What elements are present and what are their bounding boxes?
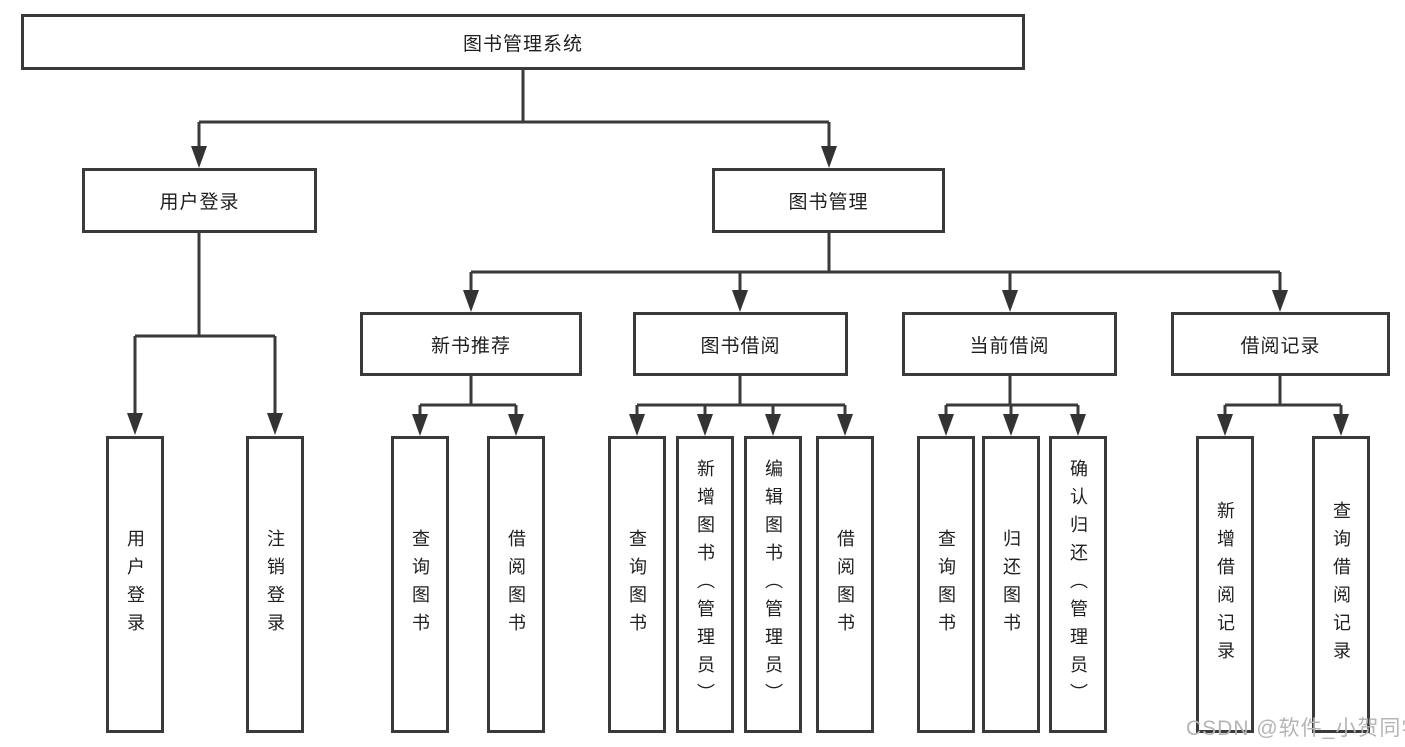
leaf-add-book-admin: 新增图书（管理员） bbox=[676, 436, 734, 733]
node-current-borrow: 当前借阅 bbox=[902, 312, 1117, 376]
leaf-add-borrow-record: 新增借阅记录 bbox=[1196, 436, 1254, 733]
leaf-borrow-book-recommend: 借阅图书 bbox=[487, 436, 545, 733]
node-book-borrow: 图书借阅 bbox=[633, 312, 848, 376]
node-borrow-record-label: 借阅记录 bbox=[1240, 335, 1321, 357]
leaf-query-book-borrow: 查询图书 bbox=[608, 436, 666, 733]
leaf-borrow-book: 借阅图书 bbox=[816, 436, 874, 733]
leaf-query-book-borrow-label: 查询图书 bbox=[627, 528, 647, 641]
node-user-login-label: 用户登录 bbox=[159, 192, 240, 213]
leaf-query-book-recommend-label: 查询图书 bbox=[410, 528, 430, 641]
leaf-user-login: 用户登录 bbox=[106, 436, 164, 733]
leaf-return-book: 归还图书 bbox=[982, 436, 1040, 733]
leaf-query-book-recommend: 查询图书 bbox=[391, 436, 449, 733]
leaf-logout-label: 注销登录 bbox=[265, 528, 285, 641]
node-root: 图书管理系统 bbox=[21, 14, 1025, 70]
leaf-confirm-return-admin: 确认归还（管理员） bbox=[1049, 436, 1107, 733]
csdn-watermark: CSDN @软件_小贺同学 bbox=[1186, 717, 1405, 740]
node-root-label: 图书管理系统 bbox=[462, 33, 583, 55]
leaf-query-borrow-record: 查询借阅记录 bbox=[1312, 436, 1370, 733]
leaf-edit-book-admin-label: 编辑图书（管理员） bbox=[763, 458, 783, 711]
leaf-query-borrow-record-label: 查询借阅记录 bbox=[1331, 500, 1351, 669]
leaf-borrow-book-label: 借阅图书 bbox=[835, 528, 855, 641]
node-current-borrow-label: 当前借阅 bbox=[969, 335, 1050, 357]
node-book-borrow-label: 图书借阅 bbox=[700, 335, 781, 357]
node-new-book-recommend-label: 新书推荐 bbox=[430, 335, 511, 357]
node-user-login: 用户登录 bbox=[82, 168, 317, 233]
arrowheads bbox=[127, 146, 1349, 436]
leaf-add-borrow-record-label: 新增借阅记录 bbox=[1215, 500, 1235, 669]
node-new-book-recommend: 新书推荐 bbox=[360, 312, 582, 376]
leaf-return-book-label: 归还图书 bbox=[1001, 528, 1021, 641]
leaf-user-login-label: 用户登录 bbox=[125, 528, 145, 641]
leaf-query-book-current-label: 查询图书 bbox=[936, 528, 956, 641]
leaf-confirm-return-admin-label: 确认归还（管理员） bbox=[1068, 458, 1088, 711]
leaf-query-book-current: 查询图书 bbox=[917, 436, 975, 733]
leaf-borrow-book-recommend-label: 借阅图书 bbox=[506, 528, 526, 641]
node-borrow-record: 借阅记录 bbox=[1171, 312, 1390, 376]
leaf-add-book-admin-label: 新增图书（管理员） bbox=[695, 458, 715, 711]
leaf-logout: 注销登录 bbox=[246, 436, 304, 733]
node-book-management: 图书管理 bbox=[712, 168, 945, 233]
node-book-management-label: 图书管理 bbox=[788, 192, 869, 213]
leaf-edit-book-admin: 编辑图书（管理员） bbox=[744, 436, 802, 733]
